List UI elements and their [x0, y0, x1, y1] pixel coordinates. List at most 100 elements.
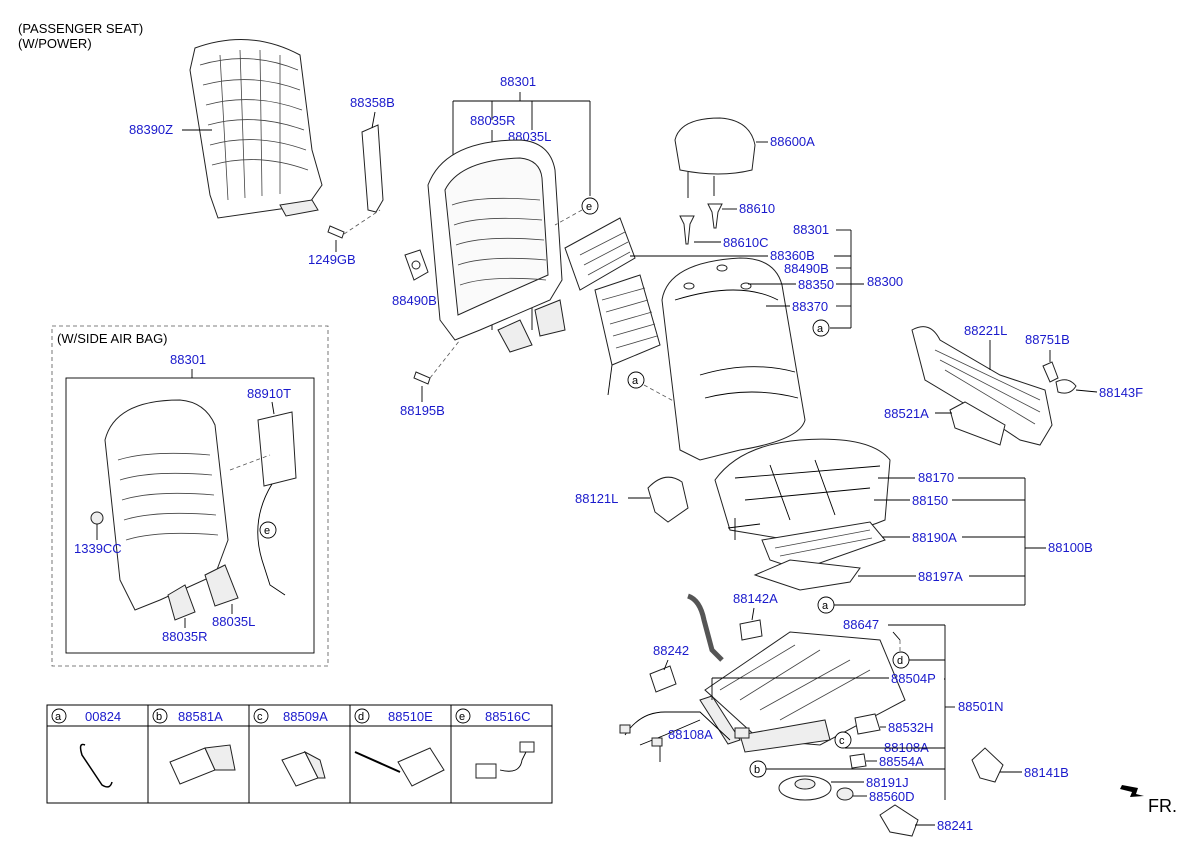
seat-back-cushion-88370-drawing: [661, 257, 806, 461]
label-88035R-top[interactable]: 88035R: [470, 113, 516, 128]
legend-b-part[interactable]: 88581A: [178, 709, 223, 724]
bolt-1249GB-drawing: [327, 225, 345, 239]
label-88143F[interactable]: 88143F: [1099, 385, 1143, 400]
label-88142A[interactable]: 88142A: [733, 591, 778, 606]
label-88197A[interactable]: 88197A: [918, 569, 963, 584]
harness-88108A-drawing: [619, 711, 750, 762]
label-88108A-right[interactable]: 88108A: [884, 740, 929, 755]
motor-88581A-drawing: [169, 744, 236, 785]
airbag-module-88910T-drawing: [257, 411, 297, 596]
cover-88141B-drawing: [971, 747, 1004, 783]
label-88300[interactable]: 88300: [867, 274, 903, 289]
header-passenger-seat: (PASSENGER SEAT): [18, 21, 143, 36]
legend-a-part[interactable]: 00824: [85, 709, 121, 724]
label-88141B[interactable]: 88141B: [1024, 765, 1069, 780]
switch-88532H-drawing: [854, 713, 881, 735]
label-88600A[interactable]: 88600A: [770, 134, 815, 149]
callout-e-airbag: e: [264, 525, 270, 537]
label-88390Z[interactable]: 88390Z: [129, 122, 173, 137]
label-88521A[interactable]: 88521A: [884, 406, 929, 421]
lumbar-88360B-drawing: [564, 217, 661, 396]
motor-88509A-drawing: [281, 750, 326, 787]
front-arrow-icon: [1120, 785, 1144, 797]
legend-d-part[interactable]: 88510E: [388, 709, 433, 724]
label-88190A[interactable]: 88190A: [912, 530, 957, 545]
track-88501N-drawing: [699, 631, 906, 753]
header-side-airbag: (W/SIDE AIR BAG): [57, 331, 168, 346]
seat-back-frame-airbag-drawing: [104, 399, 239, 621]
bolt-88195B-drawing: [413, 371, 431, 385]
label-88532H[interactable]: 88532H: [888, 720, 934, 735]
headrest-88600A-drawing: [674, 117, 756, 198]
label-88490B-right[interactable]: 88490B: [784, 261, 829, 276]
knob-88143F-drawing: [1055, 379, 1077, 394]
label-88301-top[interactable]: 88301: [500, 74, 536, 89]
label-88350[interactable]: 88350: [798, 277, 834, 292]
side-cover-88221L-drawing: [911, 326, 1053, 446]
label-88191J[interactable]: 88191J: [866, 775, 909, 790]
header-power: (W/POWER): [18, 36, 92, 51]
motor-88242-drawing: [649, 665, 677, 693]
label-88301-right[interactable]: 88301: [793, 222, 829, 237]
cover-88121L-drawing: [647, 476, 689, 523]
label-88108A-left[interactable]: 88108A: [668, 727, 713, 742]
motor-88510E-drawing: [354, 747, 445, 787]
label-88241[interactable]: 88241: [937, 818, 973, 833]
callout-e-frame: e: [586, 201, 592, 213]
label-88242[interactable]: 88242: [653, 643, 689, 658]
label-88910T[interactable]: 88910T: [247, 386, 291, 401]
legend-d-letter: d: [358, 711, 364, 723]
switch-88521A-drawing: [949, 401, 1006, 446]
label-1339CC[interactable]: 1339CC: [74, 541, 122, 556]
callout-a-lumbar: a: [632, 375, 639, 387]
legend-a-letter: a: [55, 711, 62, 723]
label-88100B[interactable]: 88100B: [1048, 540, 1093, 555]
wire-clip-00824-drawing: [79, 743, 113, 788]
legend-c-part[interactable]: 88509A: [283, 709, 328, 724]
cable-88142A-drawing: [687, 593, 763, 662]
label-88360B[interactable]: 88360B: [770, 248, 815, 263]
legend-table: [46, 704, 553, 804]
label-88610[interactable]: 88610: [739, 201, 775, 216]
legend-e-letter: e: [459, 711, 465, 723]
label-88035L-side-airbag[interactable]: 88035L: [212, 614, 255, 629]
legend-b-letter: b: [156, 711, 162, 723]
callout-a-cushion: a: [822, 600, 829, 612]
callout-c-track: c: [839, 735, 845, 747]
callout-d-track: d: [897, 655, 903, 667]
cover-88241-drawing: [879, 804, 919, 837]
nut-1339CC-drawing: [90, 511, 104, 525]
label-88501N[interactable]: 88501N: [958, 699, 1004, 714]
label-88150[interactable]: 88150: [912, 493, 948, 508]
seat-back-frame-88301-drawing: [427, 139, 566, 353]
label-88554A[interactable]: 88554A: [879, 754, 924, 769]
mat-88190A-drawing: [727, 518, 886, 571]
motor-88191J-drawing: [778, 775, 832, 801]
side-airbag-inner-box: [65, 377, 315, 654]
seat-back-panel-88390Z-drawing: [189, 39, 323, 219]
label-88751B[interactable]: 88751B: [1025, 332, 1070, 347]
label-88301-side-airbag[interactable]: 88301: [170, 352, 206, 367]
label-88610C[interactable]: 88610C: [723, 235, 769, 250]
harness-88516C-drawing: [475, 741, 535, 779]
legend-e-part[interactable]: 88516C: [485, 709, 531, 724]
label-1249GB[interactable]: 1249GB: [308, 252, 356, 267]
callout-b-track: b: [754, 764, 760, 776]
label-88195B[interactable]: 88195B: [400, 403, 445, 418]
label-88504P[interactable]: 88504P: [891, 671, 936, 686]
callout-a-seatback: a: [817, 323, 824, 335]
label-88560D[interactable]: 88560D: [869, 789, 915, 804]
label-88490B-left[interactable]: 88490B: [392, 293, 437, 308]
knob-88751B-drawing: [1042, 361, 1059, 383]
label-88170[interactable]: 88170: [918, 470, 954, 485]
label-88358B[interactable]: 88358B: [350, 95, 395, 110]
label-88121L[interactable]: 88121L: [575, 491, 618, 506]
guide-88610-drawing: [679, 203, 723, 245]
cap-88560D-drawing: [836, 787, 854, 801]
label-88370[interactable]: 88370: [792, 299, 828, 314]
front-direction-label: FR.: [1148, 796, 1177, 816]
label-88647[interactable]: 88647: [843, 617, 879, 632]
label-88035R-side-airbag[interactable]: 88035R: [162, 629, 208, 644]
label-88221L[interactable]: 88221L: [964, 323, 1007, 338]
